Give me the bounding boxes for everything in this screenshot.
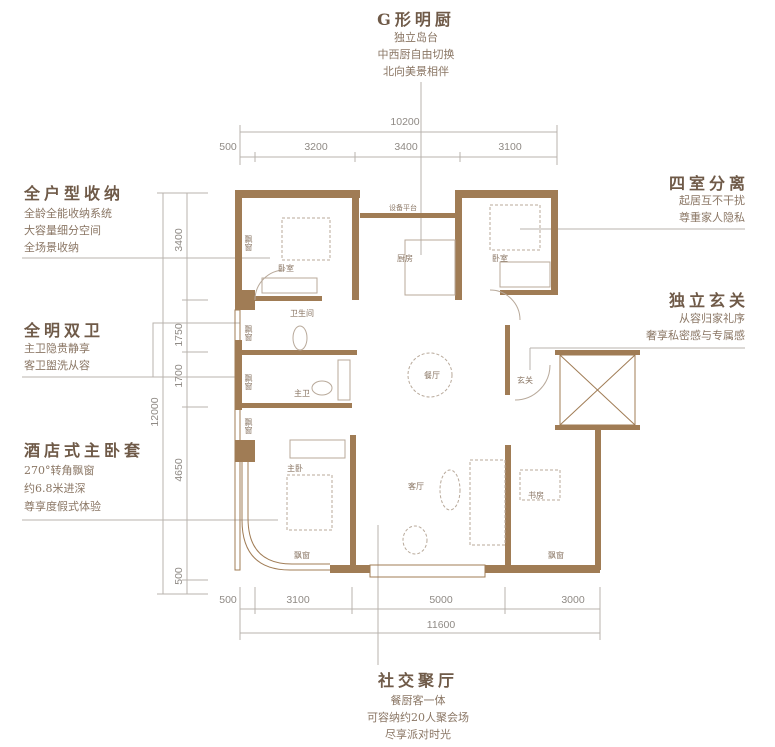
room-bay-window: 飘窗 bbox=[244, 374, 253, 390]
dim-bottom: 3100 bbox=[286, 594, 310, 606]
fixtures bbox=[254, 239, 551, 459]
dim-top: 3200 bbox=[304, 141, 328, 153]
room-equipment-platform: 设备平台 bbox=[389, 204, 417, 212]
dim-left: 1750 bbox=[172, 323, 185, 347]
room-master-bedroom: 主卧 bbox=[287, 464, 303, 473]
callout-foyer-line: 从容归家礼序 bbox=[679, 312, 745, 325]
dimension-lines bbox=[22, 82, 745, 665]
dim-top: 500 bbox=[219, 141, 237, 153]
room-dining: 餐厅 bbox=[424, 371, 440, 380]
dim-top: 3100 bbox=[498, 141, 522, 153]
room-bay-window: 飘窗 bbox=[244, 418, 253, 434]
callout-foyer-title: 独立玄关 bbox=[668, 291, 749, 310]
callout-bath-line: 客卫盥洗从容 bbox=[24, 359, 90, 372]
dim-bottom: 5000 bbox=[429, 594, 453, 606]
callout-kitchen-line: 北向美景相伴 bbox=[383, 65, 449, 78]
room-living: 客厅 bbox=[408, 482, 424, 491]
callout-kitchen-title: G形明厨 bbox=[377, 10, 455, 29]
dim-bottom-total: 11600 bbox=[426, 619, 456, 631]
window-lines bbox=[241, 354, 636, 578]
dim-top-total: 10200 bbox=[390, 116, 420, 128]
room-bedroom-2: 卧室 bbox=[492, 254, 508, 263]
dim-bottom: 500 bbox=[219, 594, 237, 606]
callout-bath-line: 主卫隐贵静享 bbox=[24, 342, 90, 355]
dim-left: 3400 bbox=[172, 228, 185, 252]
dim-left: 500 bbox=[172, 567, 185, 585]
callout-rooms-line: 尊重家人隐私 bbox=[679, 211, 745, 224]
room-bay-window: 飘窗 bbox=[244, 325, 253, 341]
room-bathroom: 卫生间 bbox=[290, 309, 314, 318]
room-foyer: 玄关 bbox=[517, 376, 533, 385]
dim-bottom: 3000 bbox=[561, 594, 585, 606]
callout-master-title: 酒店式主卧套 bbox=[24, 441, 145, 460]
callout-rooms-title: 四室分离 bbox=[668, 174, 749, 193]
callout-storage-title: 全户型收纳 bbox=[24, 184, 125, 203]
callout-bath-title: 全明双卫 bbox=[24, 321, 105, 340]
room-master-bath: 主卫 bbox=[294, 389, 310, 398]
callout-master-line: 尊享度假式体验 bbox=[24, 500, 101, 513]
room-bay-window: 飘窗 bbox=[548, 551, 564, 560]
dim-left-total: 12000 bbox=[148, 397, 161, 427]
callout-storage-line: 全龄全能收纳系统 bbox=[24, 207, 112, 220]
dim-top: 3400 bbox=[394, 141, 418, 153]
callout-social-line: 餐厨客一体 bbox=[390, 694, 446, 707]
room-bedroom-1: 卧室 bbox=[278, 264, 294, 273]
room-bay-window: 飘窗 bbox=[244, 235, 253, 251]
dim-left: 4650 bbox=[172, 458, 185, 482]
callout-master-line: 约6.8米进深 bbox=[24, 482, 86, 495]
callout-master-line: 270°转角飘窗 bbox=[24, 464, 95, 477]
room-bay-window: 飘窗 bbox=[294, 551, 310, 560]
callout-foyer-line: 奢享私密感与专属感 bbox=[646, 329, 745, 342]
callout-social-title: 社交聚厅 bbox=[377, 671, 459, 690]
callout-storage-line: 全场景收纳 bbox=[24, 241, 79, 254]
room-kitchen: 厨房 bbox=[397, 254, 413, 263]
callout-storage-line: 大容量细分空间 bbox=[24, 224, 101, 237]
callout-kitchen-line: 中西厨自由切换 bbox=[377, 48, 455, 61]
callout-kitchen-line: 独立岛台 bbox=[394, 31, 438, 44]
room-study: 书房 bbox=[528, 491, 544, 500]
walls bbox=[234, 190, 640, 573]
callout-rooms-line: 起居互不干扰 bbox=[679, 194, 745, 207]
callout-social-line: 可容纳约20人聚会场 bbox=[367, 711, 469, 724]
dim-left: 1700 bbox=[172, 364, 185, 388]
furniture bbox=[281, 204, 561, 555]
callout-social-line: 尽享派对时光 bbox=[385, 728, 451, 741]
